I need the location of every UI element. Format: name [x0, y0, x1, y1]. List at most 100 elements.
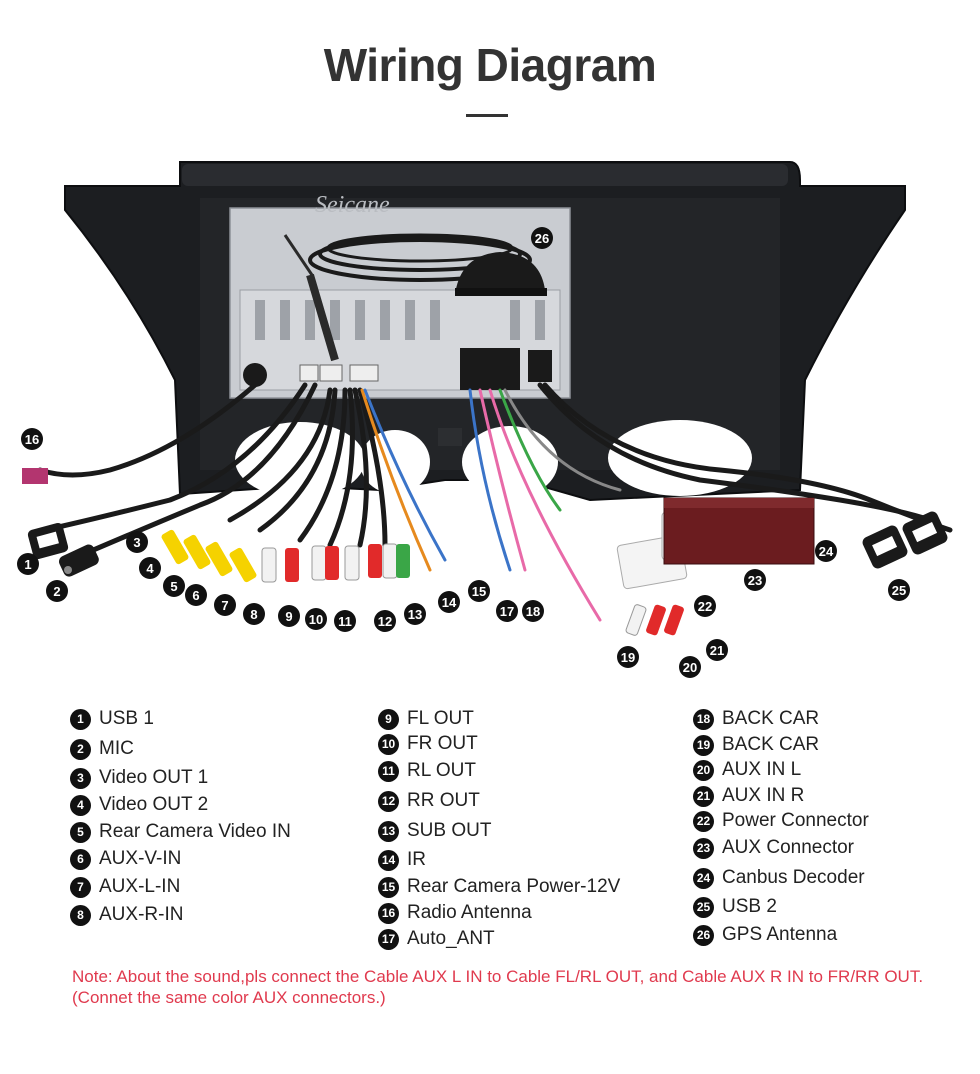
legend-number: 16: [378, 902, 399, 924]
legend-item-sub-out: 13 SUB OUT: [378, 820, 491, 844]
svg-text:14: 14: [442, 595, 457, 610]
marker-23: 23: [744, 569, 766, 591]
svg-text:12: 12: [378, 614, 392, 629]
legend-label: Video OUT 1: [99, 767, 209, 788]
legend-number: 17: [378, 928, 399, 950]
legend-number: 21: [693, 785, 714, 807]
marker-26: 26: [531, 227, 553, 249]
svg-text:13: 13: [408, 607, 422, 622]
rca-plugs: [161, 529, 684, 636]
marker-24: 24: [815, 540, 837, 562]
legend-number: 15: [378, 876, 399, 898]
legend-label: AUX IN L: [722, 759, 802, 780]
wifi-antenna: [306, 273, 339, 362]
legend-number: 18: [693, 708, 714, 730]
svg-text:10: 10: [309, 612, 323, 627]
svg-text:4: 4: [146, 561, 154, 576]
sound-connection-note: Note: About the sound,pls connect the Ca…: [72, 967, 924, 1007]
legend-label: AUX-L-IN: [99, 876, 181, 897]
legend-item-rr-out: 12 RR OUT: [378, 790, 480, 814]
legend-number: 11: [378, 760, 399, 782]
svg-text:7: 7: [221, 598, 228, 613]
legend-number: 23: [693, 837, 714, 859]
marker-14: 14: [438, 591, 460, 613]
legend-label: Rear Camera Power-12V: [407, 876, 621, 897]
legend-number: 7: [70, 876, 91, 898]
marker-12: 12: [374, 610, 396, 632]
legend-number: 1: [70, 708, 91, 730]
legend-item-ir: 14 IR: [378, 849, 426, 873]
svg-text:16: 16: [25, 432, 39, 447]
main-harness-plug: [460, 348, 520, 390]
marker-11: 11: [334, 610, 356, 632]
legend-number: 3: [70, 767, 91, 789]
svg-text:2: 2: [53, 584, 60, 599]
legend-item-fr-out: 10 FR OUT: [378, 733, 478, 757]
svg-text:20: 20: [683, 660, 697, 675]
marker-10: 10: [305, 608, 327, 630]
legend-number: 13: [378, 820, 399, 842]
mic-connector: [59, 544, 99, 577]
legend-label: SUB OUT: [407, 820, 492, 841]
svg-text:19: 19: [621, 650, 635, 665]
legend-label: AUX-R-IN: [99, 904, 184, 925]
legend-number: 9: [378, 708, 399, 730]
legend-label: IR: [407, 849, 426, 870]
legend-label: FL OUT: [407, 708, 474, 729]
legend-label: Video OUT 2: [99, 794, 209, 815]
legend-label: RR OUT: [407, 790, 480, 811]
legend-item-back-car-2: 19 BACK CAR: [693, 734, 819, 758]
svg-text:11: 11: [338, 614, 352, 629]
marker-15: 15: [468, 580, 490, 602]
marker-4: 4: [139, 557, 161, 579]
legend-label: BACK CAR: [722, 734, 820, 755]
watermark: Seicane: [315, 192, 390, 218]
svg-text:25: 25: [892, 583, 906, 598]
legend-number: 26: [693, 924, 714, 946]
marker-8: 8: [243, 603, 265, 625]
usb2-connector: [862, 511, 948, 569]
radio-antenna-connector: [22, 468, 48, 484]
svg-text:8: 8: [250, 607, 257, 622]
legend-item-video-out-2: 4 Video OUT 2: [70, 794, 208, 818]
legend-number: 4: [70, 794, 91, 816]
legend-number: 6: [70, 848, 91, 870]
legend-item-radio-antenna: 16 Radio Antenna: [378, 902, 532, 926]
legend-number: 19: [693, 734, 714, 756]
svg-text:15: 15: [472, 584, 486, 599]
legend-number: 10: [378, 733, 399, 755]
svg-text:6: 6: [192, 588, 199, 603]
legend-number: 8: [70, 904, 91, 926]
dash-vent-hole: [608, 420, 752, 496]
legend-number: 14: [378, 849, 399, 871]
marker-16: 16: [21, 428, 43, 450]
marker-9: 9: [278, 605, 300, 627]
title-underline: [466, 114, 508, 117]
svg-text:18: 18: [526, 604, 540, 619]
legend-item-rear-camera-power: 15 Rear Camera Power-12V: [378, 876, 620, 900]
legend-label: MIC: [99, 738, 134, 759]
legend-number: 12: [378, 790, 399, 812]
legend-label: USB 2: [722, 896, 777, 917]
legend-label: FR OUT: [407, 733, 478, 754]
svg-text:5: 5: [170, 579, 177, 594]
legend-number: 5: [70, 821, 91, 843]
svg-text:17: 17: [500, 604, 514, 619]
svg-text:23: 23: [748, 573, 762, 588]
wiring-diagram-image: Seicane: [17, 161, 953, 678]
marker-18: 18: [522, 600, 544, 622]
marker-6: 6: [185, 584, 207, 606]
legend-label: GPS Antenna: [722, 924, 838, 945]
marker-19: 19: [617, 646, 639, 668]
svg-text:1: 1: [24, 557, 31, 572]
marker-5: 5: [163, 575, 185, 597]
legend-label: Radio Antenna: [407, 902, 532, 923]
